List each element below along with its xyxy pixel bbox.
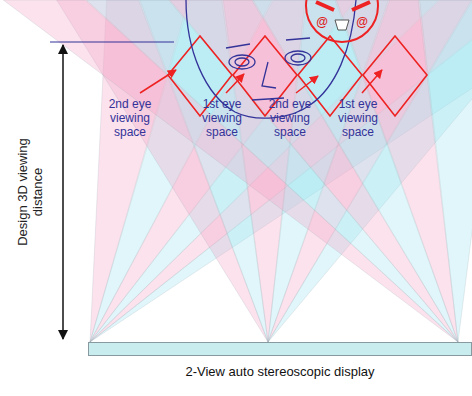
display-panel: 2-View auto stereoscopic display: [88, 342, 472, 379]
display-caption: 2-View auto stereoscopic display: [88, 364, 472, 379]
dimension-arrow: [62, 45, 64, 339]
distance-dimension: [50, 42, 174, 339]
eyebrow: [316, 2, 334, 10]
zone-label: 1st eye viewing space: [192, 97, 252, 139]
reference-line: [50, 41, 174, 42]
leader-arrow: [296, 76, 318, 93]
eyebrow: [286, 38, 310, 40]
eye: [285, 51, 311, 65]
nose: [262, 62, 276, 88]
dimension-label: Design 3D viewing distance: [15, 127, 45, 257]
display-bar: [88, 342, 472, 356]
eyebrow: [352, 2, 370, 10]
face-circle: [306, 0, 378, 42]
cartoon-face: [306, 0, 378, 42]
leader-arrow: [226, 74, 244, 93]
eye-symbol: @: [356, 16, 368, 28]
eyebrow: [226, 44, 250, 48]
zone-label: 2nd eye viewing space: [100, 97, 160, 139]
eye: [291, 54, 305, 62]
zone-label: 2nd eye viewing space: [260, 97, 320, 139]
eye: [235, 58, 249, 66]
light-beam: [420, 0, 472, 342]
eye-symbol: @: [316, 16, 328, 28]
light-beam: [87, 0, 458, 342]
zone-label: 1st eye viewing space: [328, 97, 388, 139]
leader-arrows: [140, 70, 382, 93]
leader-arrow: [140, 70, 176, 93]
light-beam: [3, 0, 458, 342]
light-beams: [3, 0, 472, 342]
leader-arrow: [362, 70, 382, 93]
eye: [229, 55, 255, 69]
nose: [335, 20, 349, 30]
